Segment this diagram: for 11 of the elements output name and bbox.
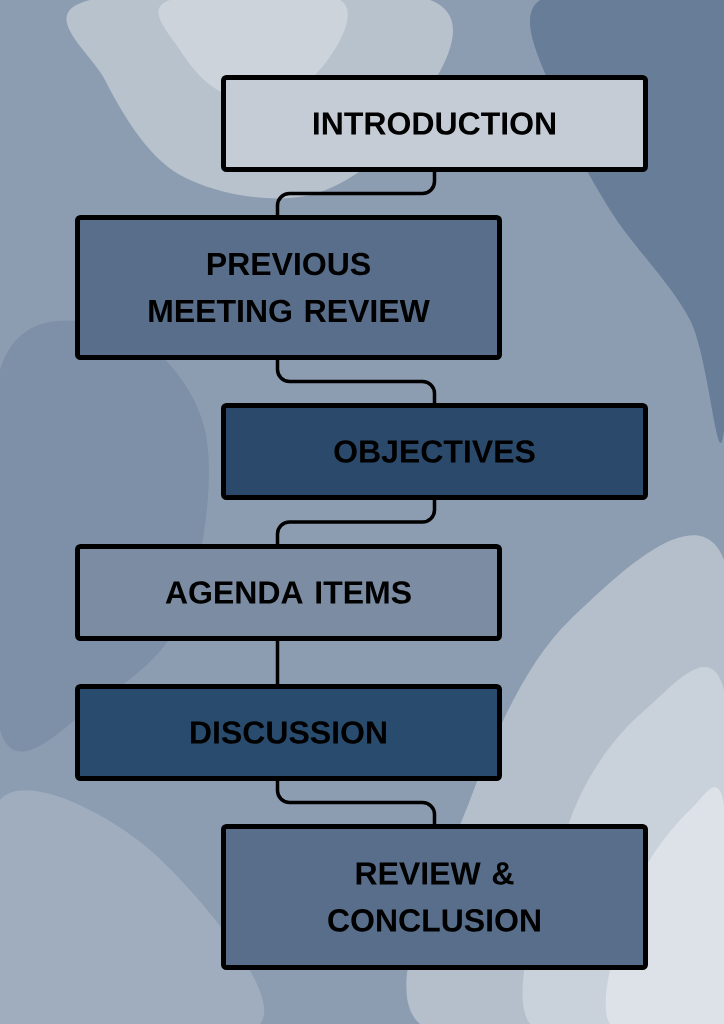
process-box: INTRODUCTION [221,75,648,172]
process-box: DISCUSSION [75,684,502,781]
process-box: OBJECTIVES [221,403,648,500]
process-box: REVIEW & CONCLUSION [221,824,648,970]
connector-line [275,500,437,544]
connector-line [275,781,437,824]
process-box: AGENDA ITEMS [75,544,502,641]
connector-line [275,641,280,684]
connector-line [275,360,437,403]
process-box: PREVIOUS MEETING REVIEW [75,215,502,360]
connector-line [275,172,437,215]
